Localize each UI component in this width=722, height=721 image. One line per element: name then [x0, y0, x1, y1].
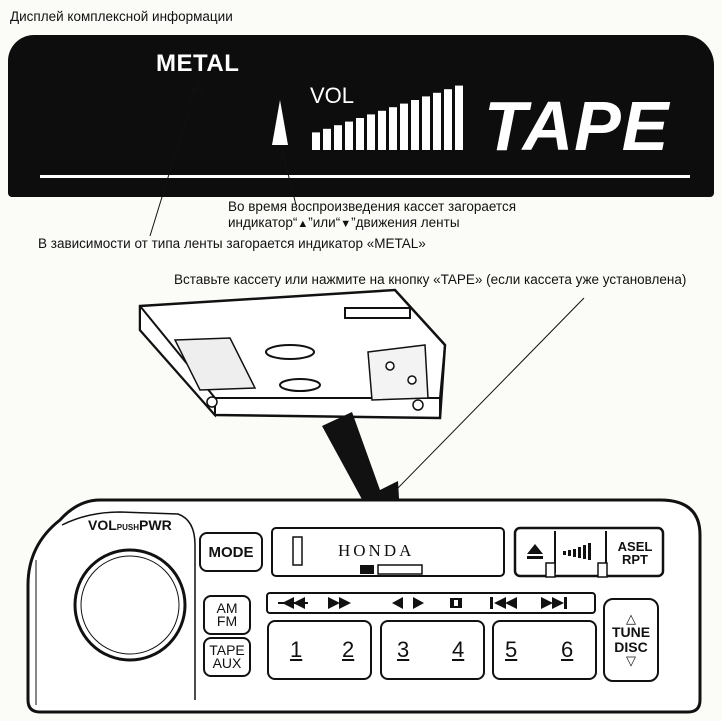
preset-5-label: 5	[505, 637, 518, 662]
preset-3-label: 3	[397, 637, 410, 662]
tape-indicator: TAPE	[484, 87, 670, 165]
push-label: PUSH	[116, 523, 140, 532]
display-divider	[40, 175, 690, 178]
signal-bars-icon[interactable]	[563, 543, 591, 560]
asel-label: ASEL	[617, 539, 653, 554]
tape-direction-icon[interactable]	[392, 597, 462, 609]
volume-bar	[400, 103, 408, 150]
volume-bar	[422, 96, 430, 150]
up-arrow-icon: ▲	[297, 218, 309, 230]
tape-aux-button[interactable]: TAPE AUX	[203, 637, 251, 677]
preset-6-label: 6	[561, 637, 574, 662]
volume-bar	[312, 132, 320, 150]
next-track-icon[interactable]	[541, 597, 567, 609]
preset-1-label: 1	[290, 637, 303, 662]
volume-bar	[444, 89, 452, 150]
volume-knob[interactable]	[73, 548, 187, 662]
volume-level-bars	[312, 85, 463, 150]
preset-4-label: 4	[452, 637, 465, 662]
tune-down-icon: ▽	[626, 653, 636, 668]
cassette-icon	[138, 288, 447, 420]
am-label: AM	[216, 600, 238, 616]
mode-button[interactable]: MODE	[199, 532, 263, 572]
volume-bar	[378, 110, 386, 150]
volume-bar	[433, 92, 441, 150]
down-arrow-icon: ▼	[340, 218, 352, 230]
metal-caption: В зависимости от типа ленты загорается и…	[38, 236, 426, 251]
preset-2-label: 2	[342, 637, 355, 662]
metal-leader-line	[149, 79, 199, 237]
disc-label: DISC	[614, 639, 648, 655]
direction-caption-part-a: индикатор“	[228, 215, 298, 230]
display-title: Дисплей комплексной информации	[10, 9, 233, 24]
direction-caption-part-c: ”движения ленты	[351, 215, 460, 230]
volume-bar	[345, 121, 353, 150]
volume-bar	[411, 100, 419, 150]
asel-rpt-button[interactable]: ASEL RPT	[610, 540, 660, 566]
volume-bar	[367, 114, 375, 150]
vol-indicator: VOL	[310, 83, 355, 108]
tune-up-icon: △	[626, 611, 636, 626]
eject-icon[interactable]	[527, 544, 543, 559]
volume-bar	[334, 125, 342, 150]
transport-bar	[266, 592, 596, 614]
direction-caption-line2: индикатор“▲”или“▼”движения ленты	[228, 215, 460, 232]
am-fm-button[interactable]: AM FM	[203, 595, 251, 635]
tune-label: TUNE	[611, 624, 651, 640]
preset-3-4-button[interactable]	[380, 620, 485, 680]
vol-label: VOL	[88, 517, 117, 533]
insert-caption: Вставьте кассету или нажмите на кнопку «…	[174, 272, 687, 287]
volume-bar	[356, 118, 364, 150]
pwr-label: PWR	[139, 517, 172, 533]
direction-caption-part-b: ”или“	[308, 215, 341, 230]
preset-5-6-button[interactable]	[492, 620, 597, 680]
tape-slot	[271, 527, 505, 577]
honda-logo: HONDA	[338, 541, 415, 560]
vol-push-pwr-label: VOLPUSHPWR	[88, 517, 172, 533]
volume-bar	[323, 128, 331, 150]
tape-label: TAPE	[209, 642, 245, 658]
preset-1-2-button[interactable]	[267, 620, 372, 680]
volume-bar	[455, 85, 463, 150]
metal-indicator: METAL	[156, 50, 240, 77]
multi-info-display	[8, 35, 714, 197]
direction-caption-line1: Во время воспроизведения кассет загорает…	[228, 199, 517, 214]
previous-track-icon[interactable]	[490, 597, 517, 609]
aux-label: AUX	[212, 655, 242, 671]
tape-direction-indicator-icon	[272, 100, 288, 145]
volume-bar	[389, 107, 397, 150]
rewind-icon[interactable]	[278, 597, 308, 609]
rpt-label: RPT	[622, 552, 648, 567]
tune-disc-button[interactable]: △ TUNE DISC ▽	[603, 598, 659, 682]
fast-forward-icon[interactable]	[328, 597, 351, 609]
fm-label: FM	[216, 613, 238, 629]
